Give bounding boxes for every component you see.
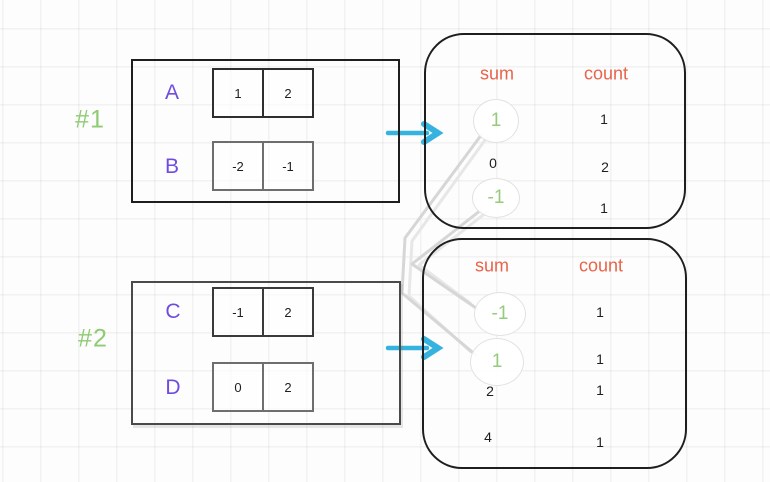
array-b-cell-0: -2 (232, 158, 244, 174)
array-c-cells: -1 2 (212, 287, 314, 337)
count-value: 1 (596, 382, 604, 398)
count-value: 1 (596, 434, 604, 450)
sum-value: 4 (484, 429, 492, 445)
circled-sum-value: 1 (470, 338, 524, 386)
example-1-label: #1 (75, 105, 105, 134)
sum-value: 0 (489, 155, 497, 171)
count-header-1: count (583, 63, 629, 84)
array-b-label: B (164, 155, 180, 178)
sum-count-table-1 (424, 33, 686, 229)
flow-arrow-example-2-icon (385, 336, 444, 360)
array-a-cell-1: 2 (262, 70, 312, 116)
example-2-label: #2 (78, 324, 108, 353)
array-d-cells: 0 2 (212, 362, 314, 412)
array-c-cell-1: 2 (262, 289, 312, 335)
sum-header-2: sum (474, 255, 510, 276)
connector-line-sum-1 (400, 132, 490, 358)
example-1-box (131, 59, 400, 203)
array-c-label: C (165, 300, 181, 323)
array-a-cell-0: 1 (234, 85, 242, 101)
example-2-box (131, 281, 401, 425)
sum-value: -1 (487, 187, 505, 208)
array-d-cell-0: 0 (234, 379, 242, 395)
sum-value: 1 (490, 110, 502, 131)
count-value: 1 (596, 304, 604, 320)
array-b-cell-1: -1 (262, 143, 312, 189)
count-value: 1 (600, 111, 608, 127)
array-d-cell-1: 2 (262, 364, 312, 410)
sum-value: 2 (486, 383, 494, 399)
circled-sum-value: -1 (472, 178, 520, 218)
sum-value: 1 (491, 351, 503, 372)
circled-sum-value: 1 (473, 99, 519, 143)
array-b-cells: -2 -1 (212, 141, 314, 191)
sum-value: -1 (491, 303, 509, 324)
array-d-label: D (165, 376, 181, 399)
flow-arrow-example-1-icon (385, 121, 444, 145)
array-c-cell-0: -1 (232, 304, 244, 320)
count-value: 1 (596, 351, 604, 367)
count-header-2: count (578, 255, 624, 276)
array-a-label: A (164, 81, 180, 104)
count-value: 1 (600, 200, 608, 216)
sum-count-table-2 (422, 238, 687, 469)
array-a-cells: 1 2 (212, 68, 314, 118)
count-value: 2 (601, 159, 609, 175)
sum-header-1: sum (479, 63, 515, 84)
circled-sum-value: -1 (474, 292, 526, 336)
